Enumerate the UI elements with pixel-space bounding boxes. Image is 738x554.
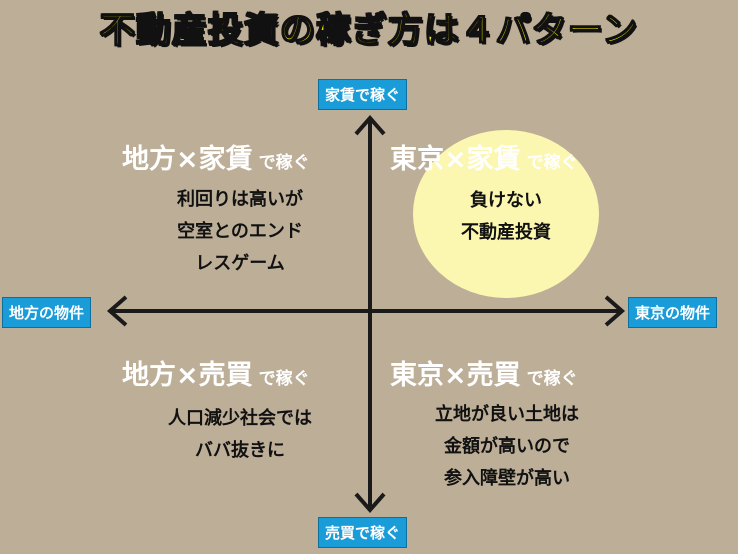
quadrant-title-main: 地方×売買 — [122, 360, 253, 391]
body-line: 人口減少社会では — [168, 408, 312, 429]
axis-label-left: 地方の物件 — [2, 297, 92, 328]
page-title: 不動産投資の稼ぎ方は４パターン — [99, 10, 639, 52]
arrow-down-head — [354, 492, 386, 514]
quadrant-title-top-left: 地方×家賃で稼ぐ — [122, 137, 310, 176]
axis-label-right: 東京の物件 — [628, 297, 718, 328]
body-line: 空室とのエンド — [177, 221, 303, 242]
quadrant-title-top-right: 東京×家賃で稼ぐ — [390, 137, 578, 176]
axis-label-bottom: 売買で稼ぐ — [318, 517, 408, 548]
highlight-circle — [413, 130, 599, 298]
body-line: 参入障壁が高い — [444, 468, 570, 489]
arrow-left-head — [106, 295, 128, 327]
quadrant-title-bottom-right: 東京×売買で稼ぐ — [390, 353, 578, 392]
body-line: 負けない — [470, 190, 542, 211]
quadrant-title-suffix: で稼ぐ — [526, 369, 578, 389]
body-line: 金額が高いので — [444, 436, 570, 457]
body-line: レスゲーム — [195, 253, 285, 274]
body-line: 立地が良い土地は — [435, 404, 579, 425]
quadrant-body-top-right: 負けない 不動産投資 — [420, 185, 592, 249]
body-line: 利回りは高いが — [177, 189, 303, 210]
quadrant-title-bottom-left: 地方×売買で稼ぐ — [122, 353, 310, 392]
axis-label-top: 家賃で稼ぐ — [318, 79, 408, 110]
quadrant-body-bottom-right: 立地が良い土地は 金額が高いので 参入障壁が高い — [396, 399, 618, 495]
quadrant-title-main: 東京×売買 — [390, 360, 521, 391]
body-line: ババ抜きに — [195, 440, 285, 461]
quadrant-title-suffix: で稼ぐ — [526, 153, 578, 173]
quadrant-title-suffix: で稼ぐ — [258, 369, 310, 389]
arrow-up-head — [354, 114, 386, 136]
body-line: 不動産投資 — [461, 222, 551, 243]
quadrant-body-bottom-left: 人口減少社会では ババ抜きに — [130, 403, 350, 467]
quadrant-body-top-left: 利回りは高いが 空室とのエンド レスゲーム — [140, 184, 340, 280]
quadrant-title-suffix: で稼ぐ — [258, 153, 310, 173]
quadrant-title-main: 地方×家賃 — [122, 144, 253, 175]
arrow-right-head — [604, 295, 626, 327]
quadrant-title-main: 東京×家賃 — [390, 144, 521, 175]
